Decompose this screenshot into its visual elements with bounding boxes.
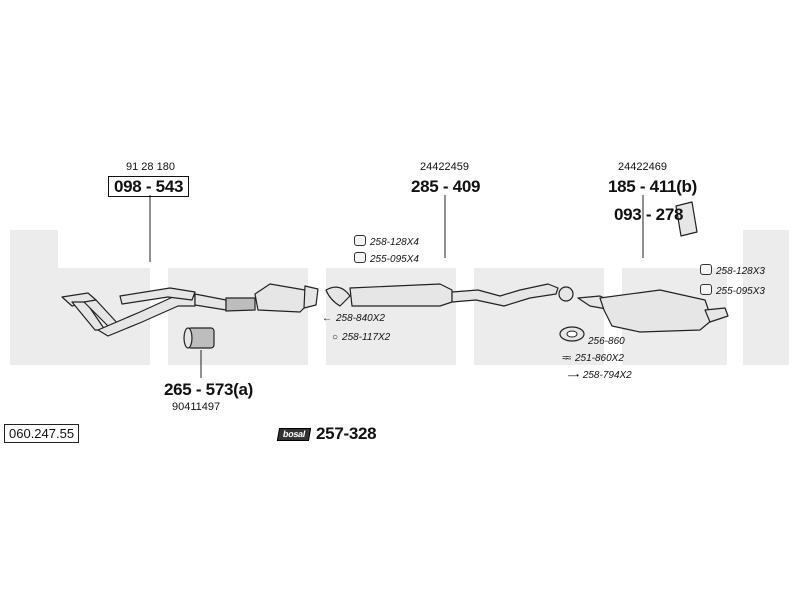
spring-icon: ≈≈: [562, 353, 571, 364]
rubber-hanger-icon: [354, 252, 366, 263]
acc-rear-bottom-0[interactable]: 256-860: [588, 337, 625, 347]
front-pipe-part: [61, 283, 319, 337]
flex-pipe-oem: 90411497: [172, 401, 221, 413]
diagram-reference: 060.247.55: [4, 424, 80, 443]
acc-rear-top-0[interactable]: 258-128X3: [700, 264, 765, 277]
rear-bracket-code[interactable]: 093 - 278: [614, 205, 684, 224]
rear-muffler-part: [577, 289, 729, 333]
center-pipe-code[interactable]: 285 - 409: [411, 177, 481, 196]
clamp-icon: [354, 235, 366, 246]
acc-rear-bottom-1[interactable]: ≈≈251-860X2: [562, 353, 624, 364]
acc-center-bottom-0[interactable]: ←258-840X2: [322, 313, 385, 324]
gasket-ring-icon: ○: [332, 332, 339, 343]
flex-pipe-part: [183, 327, 215, 349]
acc-rear-top-1[interactable]: 255-095X3: [700, 284, 765, 297]
flex-pipe-code[interactable]: 265 - 573(a): [164, 380, 254, 399]
acc-rear-bottom-2[interactable]: —•258-794X2: [568, 370, 632, 381]
rubber-hanger-icon: [700, 284, 712, 295]
assembly-paste-item[interactable]: bosal 257-328: [276, 424, 377, 443]
seal-ring-code: 256-860: [588, 336, 625, 347]
bolt-icon: —•: [568, 371, 579, 380]
acc-center-bottom-1[interactable]: ○258-117X2: [332, 332, 391, 343]
clamp-icon: [700, 264, 712, 275]
bolt-icon: ←: [322, 313, 332, 324]
center-pipe-oem: 24422459: [420, 161, 469, 173]
bosal-logo-icon: bosal: [276, 428, 312, 441]
front-pipe-oem: 91 28 180: [126, 161, 175, 173]
seal-ring-part: [559, 326, 585, 342]
center-pipe-part: [325, 283, 574, 307]
rear-muffler-oem: 24422469: [618, 161, 667, 173]
rear-muffler-code[interactable]: 185 - 411(b): [608, 177, 698, 196]
acc-center-top-0[interactable]: 258-128X4: [354, 235, 419, 248]
acc-center-top-1[interactable]: 255-095X4: [354, 252, 419, 265]
assembly-paste-code: 257-328: [316, 424, 377, 443]
rear-bracket-part: [675, 201, 698, 237]
front-pipe-code[interactable]: 098 - 543: [108, 176, 190, 197]
